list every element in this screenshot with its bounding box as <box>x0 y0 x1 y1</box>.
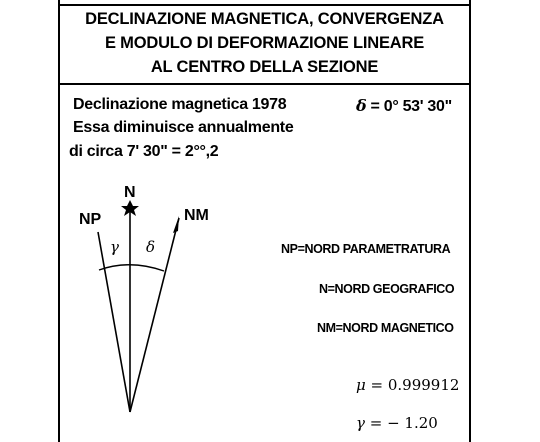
title-line-1: DECLINAZIONE MAGNETICA, CONVERGENZA <box>85 10 444 28</box>
declination-panel: DECLINAZIONE MAGNETICA, CONVERGENZA E MO… <box>58 0 471 442</box>
magnetic-north-line <box>129 217 180 413</box>
title-box: DECLINAZIONE MAGNETICA, CONVERGENZA E MO… <box>60 4 469 85</box>
angle-arc <box>98 264 165 272</box>
annual-change-amount: di circa 7' 30" = 2°°,2 <box>69 143 219 160</box>
gamma-parameter: γ = − 1.20 <box>356 414 438 432</box>
mu-value: = 0.999912 <box>370 376 460 394</box>
legend-np: NP=NORD PARAMETRATURA <box>281 242 451 256</box>
legend-nm: NM=NORD MAGNETICO <box>317 321 454 335</box>
label-np: NP <box>79 211 102 228</box>
mu-symbol: μ <box>356 376 366 394</box>
annual-change-text: Essa diminuisce annualmente <box>73 119 294 136</box>
title-line-2: E MODULO DI DEFORMAZIONE LINEARE <box>104 34 425 52</box>
parametric-north-line <box>97 231 131 413</box>
delta-value: = 0° 53' 30" <box>370 98 453 115</box>
label-delta: δ <box>146 238 155 256</box>
delta-symbol: δ <box>356 96 367 115</box>
label-nm: NM <box>184 207 209 224</box>
declination-value: δ = 0° 53' 30" <box>356 96 452 116</box>
legend-n: N=NORD GEOGRAFICO <box>319 282 455 296</box>
label-n: N <box>124 184 136 201</box>
label-gamma: γ <box>110 238 119 256</box>
magnetic-north-arrowhead <box>173 216 179 233</box>
title-line-3: AL CENTRO DELLA SEZIONE <box>150 58 379 76</box>
north-arrows-diagram: N NP NM γ δ <box>79 184 209 413</box>
north-star-icon <box>121 200 139 216</box>
gamma-value: = − 1.20 <box>369 414 438 432</box>
declination-year-text: Declinazione magnetica 1978 <box>73 96 287 113</box>
mu-parameter: μ = 0.999912 <box>356 376 459 394</box>
gamma-symbol: γ <box>356 414 365 432</box>
